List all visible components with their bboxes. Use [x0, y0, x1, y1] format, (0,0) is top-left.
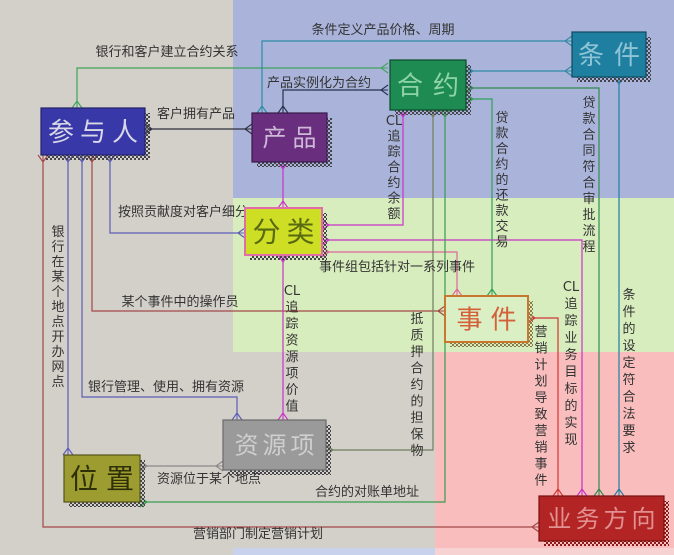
node-business-direction-label: 业务方向 [548, 505, 660, 533]
edge-label-event-group-includes-series: 事件组包括针对一系列事件 [319, 260, 475, 275]
crowfoot-down-icon [486, 288, 498, 297]
node-location-box [63, 454, 141, 503]
node-product-box [251, 112, 328, 163]
node-resource-item-label: 资源项 [235, 432, 319, 460]
edge-label-operator-in-event: 某个事件中的操作员 [121, 294, 238, 310]
region-bottom-pink-strip [435, 548, 674, 555]
crowfoot-down-icon [552, 488, 564, 497]
node-resource-item-box [222, 419, 327, 471]
crowfoot-down-icon [62, 447, 74, 456]
node-location-label: 位置 [70, 463, 142, 496]
edge-marketing-dept-makes-plan [37, 154, 540, 533]
edge-label-pledge-collateral: 抵质押合约的担保物 [410, 312, 423, 459]
crowfoot-down-icon [231, 412, 243, 421]
edge-label-loan-repayment-transactions: 贷款合约的还款交易 [495, 111, 508, 250]
node-contract-label: 合约 [397, 71, 469, 101]
node-product-label: 产品 [263, 124, 323, 152]
edge-condition-defines-price-period [256, 35, 573, 114]
edge-cl-tracks-business-goal [321, 234, 588, 497]
node-event[interactable]: 事件 [444, 295, 533, 347]
node-contract-box [389, 59, 467, 111]
node-product[interactable]: 产品 [251, 112, 332, 167]
edge-label-loan-approval-process: 贷款合同符合审批流程 [582, 96, 595, 255]
node-contract[interactable]: 合约 [389, 59, 471, 115]
crowfoot-right-icon [437, 305, 446, 317]
edge-label-resource-at-location: 资源位于某个地点 [157, 472, 261, 487]
node-classification-box [244, 207, 323, 256]
crowfoot-down-icon [277, 412, 289, 421]
edge-product-instantiated-as-contract [277, 84, 389, 114]
crowfoot-right-icon [380, 84, 389, 96]
node-participant[interactable]: 参与人 [40, 107, 150, 160]
region-bottom-blue-strip [233, 548, 435, 555]
crowfoot-right-icon [380, 62, 389, 74]
crowfoot-down-icon [451, 288, 463, 297]
node-location[interactable]: 位置 [63, 454, 145, 507]
edge-label-bank-opens-branch: 银行在某个地点开办网点 [51, 225, 64, 390]
crowfoot-down-icon [277, 200, 289, 209]
edge-label-bank-customer-contract: 银行和客户建立合约关系 [95, 44, 238, 60]
edge-label-contract-statement-address: 合约的对账单地址 [315, 484, 419, 500]
crowfoot-down-icon [576, 488, 588, 497]
crowfoot-right-icon [564, 35, 573, 47]
edge-bank-customer-contract [71, 62, 389, 109]
node-classification[interactable]: 分类 [244, 207, 327, 260]
node-business-direction[interactable]: 业务方向 [538, 495, 669, 546]
node-event-box [444, 295, 529, 343]
node-condition-box [571, 31, 647, 78]
node-event-label: 事件 [456, 305, 524, 335]
crowfoot-down-icon [256, 105, 268, 114]
crowfoot-down-icon [277, 105, 289, 114]
edge-contract-condition [465, 65, 573, 77]
crowfoot-right-icon [215, 460, 224, 472]
edge-label-marketing-dept-makes-plan: 营销部门制定营销计划 [193, 527, 323, 542]
node-resource-item[interactable]: 资源项 [222, 419, 331, 475]
crowfoot-down-icon [613, 488, 625, 497]
node-condition[interactable]: 条件 [571, 31, 651, 82]
edge-label-bank-manages-resources: 银行管理、使用、拥有资源 [88, 379, 244, 395]
crowfoot-right-icon [564, 65, 573, 77]
crowfoot-down-icon [593, 488, 605, 497]
edge-label-condition-defines-price-period: 条件定义产品价格、周期 [311, 22, 454, 38]
edge-label-condition-legal-requirement: 条件的设定符合法要求 [622, 287, 635, 456]
node-business-direction-box [538, 495, 665, 542]
edge-label-segment-customers-by-contribution: 按照贡献度对客户细分 [118, 204, 248, 220]
crowfoot-right-icon [244, 123, 253, 135]
edge-label-customer-owns-product: 客户拥有产品 [157, 106, 235, 122]
edge-label-marketing-plan-leads-events: 营销计划导致营销事件 [534, 325, 547, 489]
crowfoot-down-icon [71, 100, 83, 109]
crowfoot-right-icon [237, 227, 246, 239]
edge-label-product-instantiated-as-contract: 产品实例化为合约 [267, 76, 371, 91]
node-condition-label: 条件 [578, 41, 650, 71]
crowfoot-right-icon [531, 521, 540, 533]
node-classification-label: 分类 [252, 216, 320, 249]
node-participant-label: 参与人 [48, 118, 144, 148]
node-participant-box [40, 107, 146, 156]
